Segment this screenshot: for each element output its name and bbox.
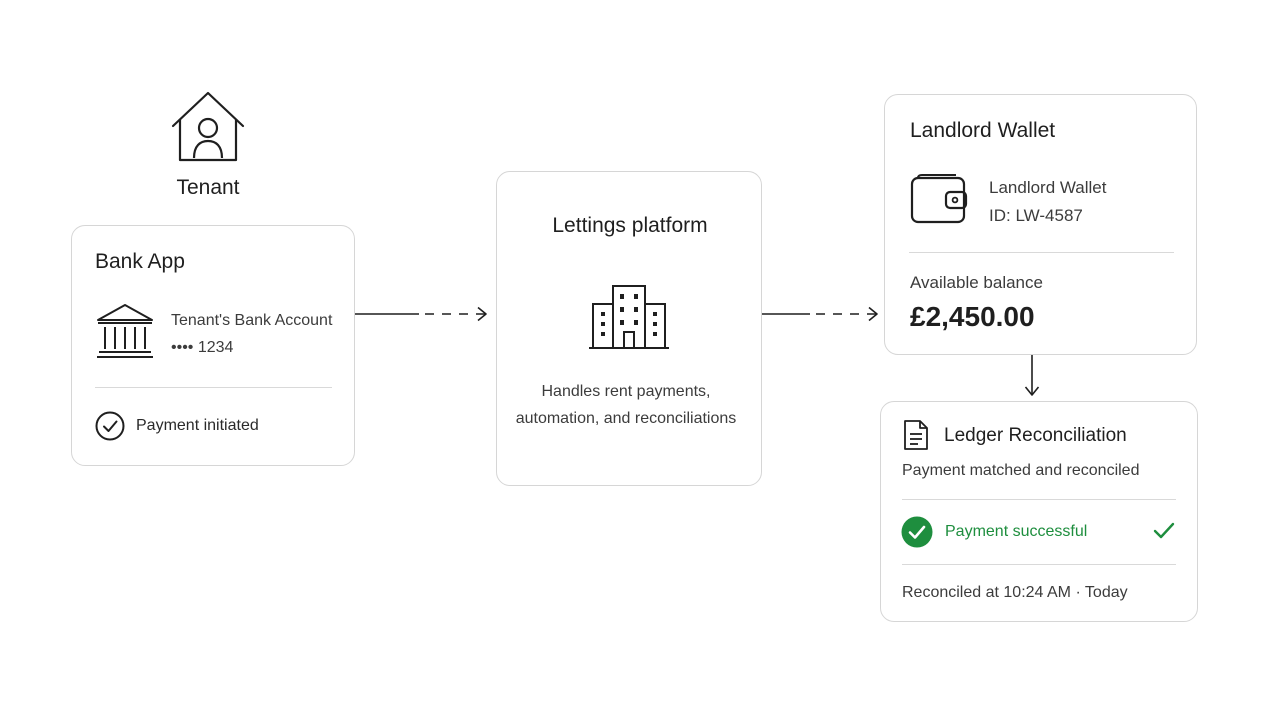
ledger-divider-top xyxy=(902,499,1176,500)
bank-icon xyxy=(97,304,153,358)
platform-description-line2: automation, and reconciliations xyxy=(515,410,737,427)
lettings-platform-card: Lettings platform Handles rent payments,… xyxy=(496,171,762,486)
balance-label: Available balance xyxy=(910,273,1043,292)
ledger-divider-bottom xyxy=(902,564,1176,565)
bank-app-status: Payment initiated xyxy=(136,417,259,434)
bank-account-name: Tenant's Bank Account xyxy=(171,312,333,329)
wallet-icon xyxy=(910,174,968,224)
tenant-house-icon xyxy=(171,91,245,162)
office-building-icon xyxy=(589,285,669,349)
wallet-divider xyxy=(909,252,1174,253)
document-icon xyxy=(904,420,928,450)
reconciled-at: Reconciled at 10:24 AM · Today xyxy=(902,584,1128,601)
check-circle-icon xyxy=(95,411,125,441)
ledger-reconciliation-card: Ledger Reconciliation Payment matched an… xyxy=(880,401,1198,622)
checkmark-icon xyxy=(1153,522,1175,539)
wallet-id: ID: LW-4587 xyxy=(989,206,1083,225)
success-check-icon xyxy=(901,516,933,548)
arrow-platform-to-wallet xyxy=(762,306,878,322)
arrow-bank-to-platform xyxy=(355,306,487,322)
bank-app-divider xyxy=(95,387,332,388)
bank-app-title: Bank App xyxy=(95,250,185,273)
tenant-node: Tenant xyxy=(150,88,266,208)
platform-description-line1: Handles rent payments, xyxy=(541,383,711,400)
tenant-label: Tenant xyxy=(176,176,240,199)
balance-value: £2,450.00 xyxy=(910,301,1035,332)
arrow-wallet-to-ledger xyxy=(1024,355,1040,396)
platform-title: Lettings platform xyxy=(552,214,708,237)
ledger-subtitle: Payment matched and reconciled xyxy=(902,462,1140,479)
ledger-status: Payment successful xyxy=(945,523,1088,540)
wallet-name: Landlord Wallet xyxy=(989,178,1107,197)
ledger-title: Ledger Reconciliation xyxy=(944,425,1127,446)
bank-app-card: Bank App Tenant's Bank Account •••• 1234… xyxy=(71,225,355,466)
landlord-wallet-card: Landlord Wallet Landlord Wallet ID: LW-4… xyxy=(884,94,1197,355)
bank-account-number: •••• 1234 xyxy=(171,339,234,356)
wallet-title: Landlord Wallet xyxy=(910,119,1056,142)
